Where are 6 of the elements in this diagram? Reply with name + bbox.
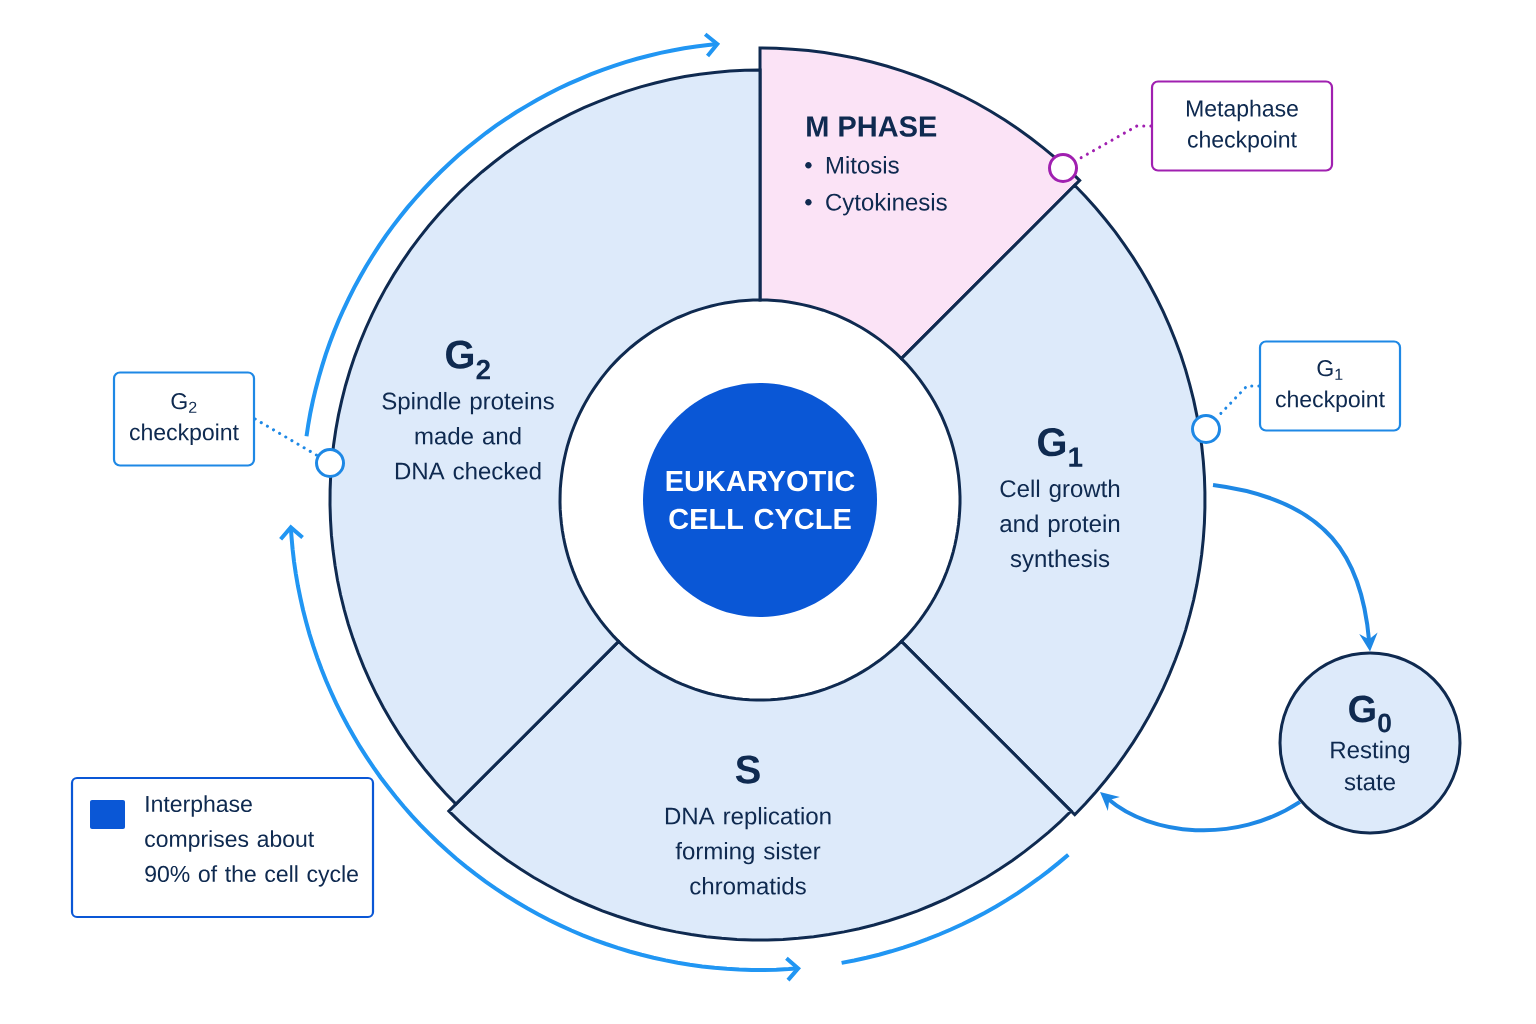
checkpoint-box: G$_{2}$ checkpoint — [112, 371, 256, 467]
legend: Interphase comprises about 90% of the cell cycle — [70, 776, 375, 919]
leader-line — [253, 417, 319, 457]
phase-sector: M PHASE Mitosis Cytokinesis — [758, 46, 1082, 361]
checkpoint-box: G$_{1}$ checkpoint — [1258, 340, 1402, 432]
checkpoint-box: Metaphase checkpoint — [1150, 80, 1334, 172]
